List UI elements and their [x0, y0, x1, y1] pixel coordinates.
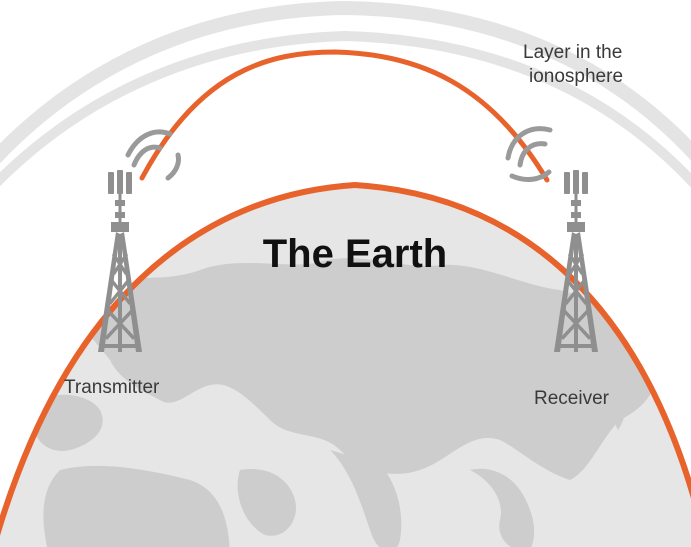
ionosphere-label-line2: ionosphere — [529, 66, 623, 87]
transmitter-label: Transmitter — [64, 377, 160, 398]
continents — [34, 258, 655, 547]
earth-rim — [0, 181, 691, 536]
land-mass-japan — [613, 380, 627, 430]
receiver-label: Receiver — [534, 388, 610, 409]
earth — [0, 181, 691, 547]
receiver-tower-icon — [554, 170, 598, 352]
land-mass-africa — [43, 465, 230, 547]
land-mass-southeast-asia — [470, 468, 535, 547]
earth-title: The Earth — [263, 232, 447, 276]
transmitter-waves-icon — [125, 129, 181, 181]
land-mass-europe — [34, 394, 103, 451]
ionosphere-band-outer — [0, 0, 691, 164]
ionosphere-label-line1: Layer in the — [523, 42, 622, 63]
ionosphere-band-inner — [0, 30, 691, 188]
land-mass-arabia — [237, 469, 296, 536]
transmitter-tower-icon — [98, 170, 142, 352]
receiver-waves-icon — [505, 126, 553, 182]
signal-path — [139, 49, 550, 183]
land-mass-asia — [77, 258, 655, 480]
land-mass-india — [330, 450, 402, 547]
